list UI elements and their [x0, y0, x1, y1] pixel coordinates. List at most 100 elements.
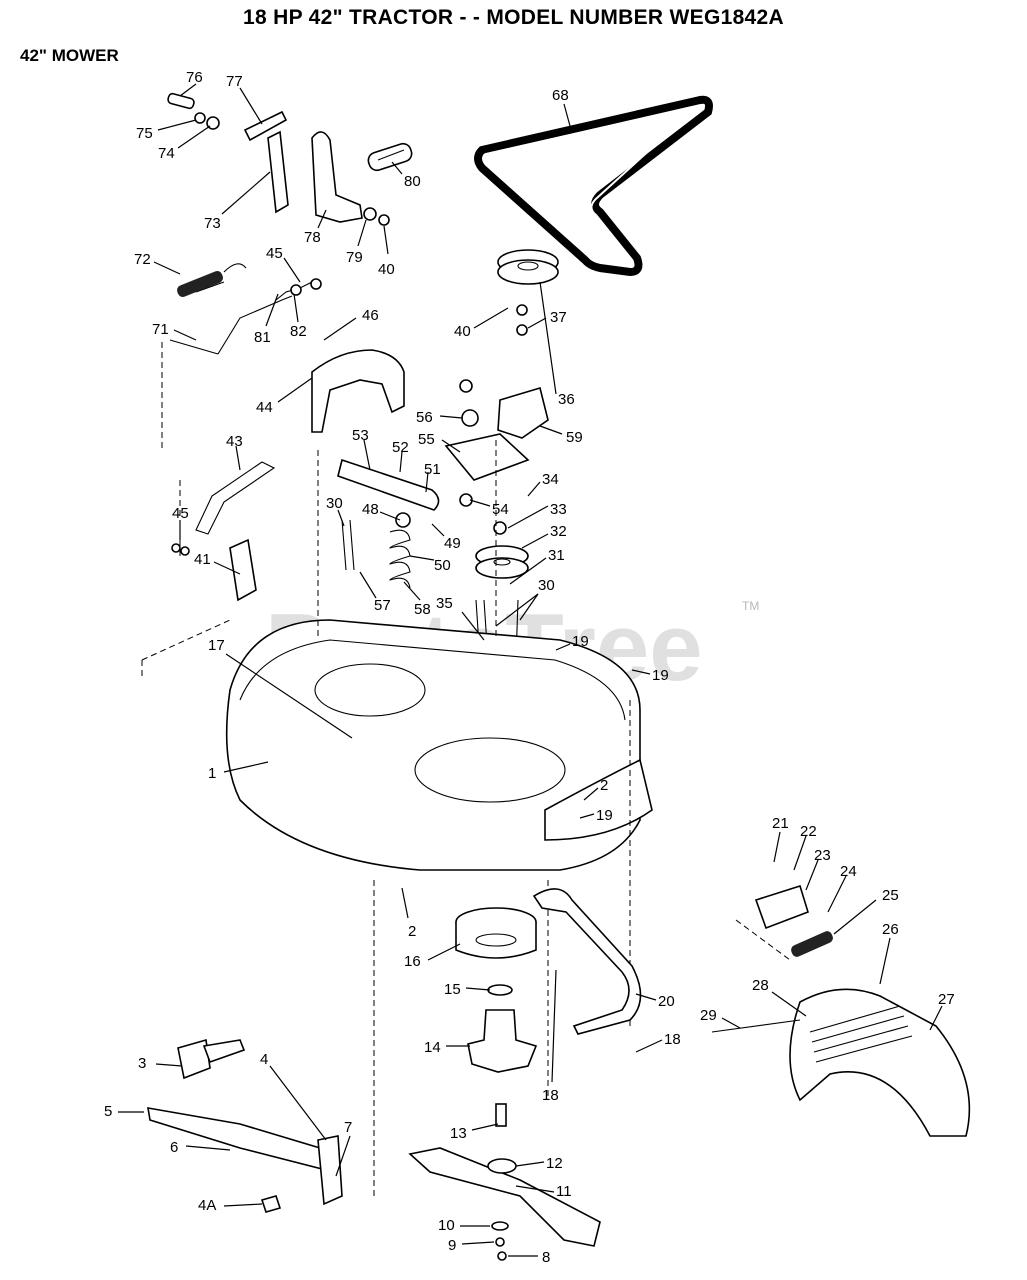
mower-deck-part[interactable]: [225, 619, 653, 871]
callout-55: 55: [418, 431, 435, 448]
callout-2b: 2: [408, 923, 416, 940]
front-link-part[interactable]: [195, 461, 276, 535]
callout-40b: 40: [454, 323, 471, 340]
callout-46: 46: [362, 307, 379, 324]
callout-52: 52: [392, 439, 409, 456]
callout-31: 31: [548, 547, 565, 564]
page-title: 18 HP 42" TRACTOR - - MODEL NUMBER WEG18…: [243, 6, 784, 29]
callout-24: 24: [840, 863, 857, 880]
front-bracket-part[interactable]: [229, 538, 257, 602]
callout-43: 43: [226, 433, 243, 450]
callout-45b: 45: [172, 505, 189, 522]
callout-20: 20: [658, 993, 675, 1010]
callout-labels: 76 77 75 74 73 78 79 40 80 68 72 45 81 8…: [104, 69, 955, 1266]
callout-23: 23: [814, 847, 831, 864]
callout-77: 77: [226, 73, 243, 90]
callout-51: 51: [424, 461, 441, 478]
lift-rod-part[interactable]: [169, 295, 293, 355]
torsion-spring-part[interactable]: [389, 529, 411, 589]
callout-56: 56: [416, 409, 433, 426]
front-stabilizer-part[interactable]: [147, 1038, 343, 1213]
belt-guard-part[interactable]: [532, 888, 642, 1035]
callout-15: 15: [444, 981, 461, 998]
callout-1: 1: [208, 765, 216, 782]
callout-33: 33: [550, 501, 567, 518]
callout-36: 36: [558, 391, 575, 408]
callout-44: 44: [256, 399, 273, 416]
spindle-pulley-part[interactable]: [475, 545, 529, 579]
callout-5: 5: [104, 1103, 112, 1120]
mower-blade-part[interactable]: [408, 1147, 601, 1247]
callout-25: 25: [882, 887, 899, 904]
callout-29: 29: [700, 1007, 717, 1024]
spindle-assembly-part[interactable]: [455, 907, 538, 1127]
pulley-bracket-part[interactable]: [497, 386, 549, 439]
callout-8: 8: [542, 1249, 550, 1266]
callout-12: 12: [546, 1155, 563, 1172]
callout-13: 13: [450, 1125, 467, 1142]
callout-18a: 18: [542, 1087, 559, 1104]
callout-7: 7: [344, 1119, 352, 1136]
callout-26: 26: [882, 921, 899, 938]
callout-76: 76: [186, 69, 203, 86]
callout-68: 68: [552, 87, 569, 104]
callout-78: 78: [304, 229, 321, 246]
belt-part[interactable]: [474, 95, 713, 277]
callout-50: 50: [434, 557, 451, 574]
idler-arm-part[interactable]: [337, 458, 440, 511]
callout-34: 34: [542, 471, 559, 488]
callout-75: 75: [136, 125, 153, 142]
discharge-chute-part[interactable]: [789, 988, 971, 1137]
callout-4A: 4A: [198, 1197, 216, 1214]
callout-10: 10: [438, 1217, 455, 1234]
callout-80: 80: [404, 173, 421, 190]
callout-81: 81: [254, 329, 271, 346]
callout-21: 21: [772, 815, 789, 832]
callout-49: 49: [444, 535, 461, 552]
callout-9: 9: [448, 1237, 456, 1254]
lift-linkage-group[interactable]: [167, 92, 414, 226]
callout-19a: 19: [572, 633, 589, 650]
callout-17: 17: [208, 637, 225, 654]
callout-71: 71: [152, 321, 169, 338]
callout-41: 41: [194, 551, 211, 568]
callout-74: 74: [158, 145, 175, 162]
callout-2a: 2: [600, 777, 608, 794]
chute-rod-part[interactable]: [711, 1019, 801, 1033]
callout-40a: 40: [378, 261, 395, 278]
deck-hanger-part[interactable]: [311, 349, 405, 433]
callout-19c: 19: [596, 807, 613, 824]
idler-pulley-part[interactable]: [497, 249, 559, 285]
idler-bracket-part[interactable]: [444, 433, 530, 481]
watermark-trademark: TM: [742, 599, 759, 613]
callout-57: 57: [374, 597, 391, 614]
callout-3: 3: [138, 1055, 146, 1072]
callout-4: 4: [260, 1051, 268, 1068]
callout-82: 82: [290, 323, 307, 340]
callout-32: 32: [550, 523, 567, 540]
callout-16: 16: [404, 953, 421, 970]
spring-part[interactable]: [175, 263, 247, 299]
callout-53: 53: [352, 427, 369, 444]
callout-37: 37: [550, 309, 567, 326]
section-subtitle: 42" MOWER: [20, 46, 119, 65]
callout-19b: 19: [652, 667, 669, 684]
callout-11: 11: [556, 1183, 572, 1200]
callout-45a: 45: [266, 245, 283, 262]
callout-6: 6: [170, 1139, 178, 1156]
chute-bracket-part[interactable]: [754, 884, 809, 930]
callout-27: 27: [938, 991, 955, 1008]
callout-48: 48: [362, 501, 379, 518]
chute-spring-part[interactable]: [789, 930, 834, 959]
callout-35: 35: [436, 595, 453, 612]
callout-14: 14: [424, 1039, 441, 1056]
callout-54: 54: [492, 501, 509, 518]
callout-18b: 18: [664, 1031, 681, 1048]
callout-79: 79: [346, 249, 363, 266]
callout-72: 72: [134, 251, 151, 268]
callout-30a: 30: [326, 495, 343, 512]
callout-59: 59: [566, 429, 583, 446]
callout-22: 22: [800, 823, 817, 840]
callout-30b: 30: [538, 577, 555, 594]
